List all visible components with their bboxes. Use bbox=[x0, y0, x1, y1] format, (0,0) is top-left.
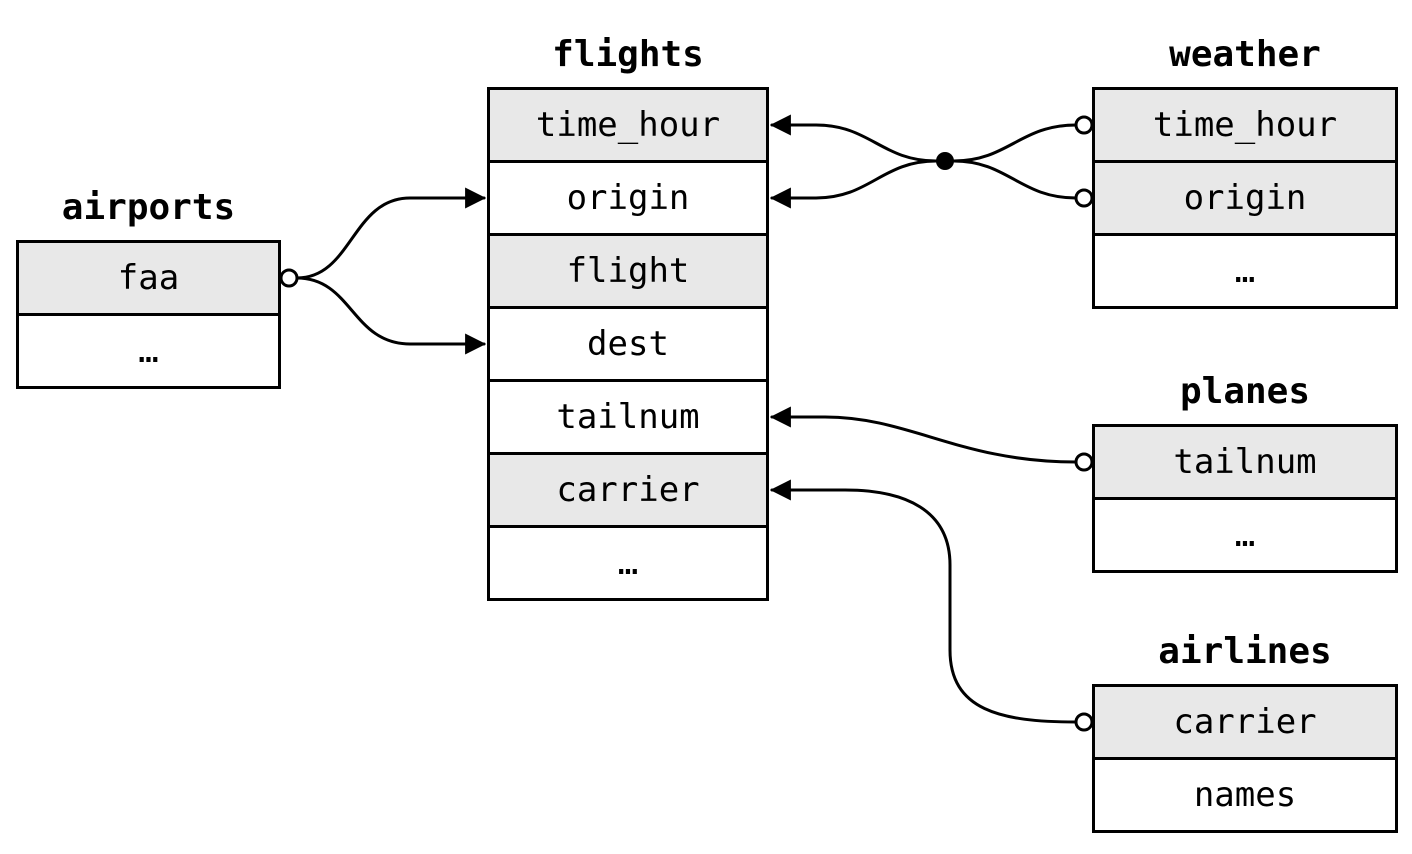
field-weather-time_hour: time_hour bbox=[1095, 90, 1395, 160]
arrow-carrier-to-flights bbox=[769, 479, 1078, 724]
table-airports-title: airports bbox=[61, 187, 236, 228]
arrow-tailnum-to-flights bbox=[769, 406, 1078, 464]
arrow-faa-to-dest bbox=[295, 276, 487, 355]
arrow-junction-to-flights-time_hour bbox=[769, 114, 938, 163]
table-weather-box: time_hour origin … bbox=[1092, 87, 1398, 309]
key-port-weather-origin bbox=[1074, 188, 1094, 208]
table-airlines-title: airlines bbox=[1158, 631, 1332, 672]
table-flights-title: flights bbox=[552, 34, 704, 75]
arrow-junction-to-flights-origin bbox=[769, 159, 938, 209]
field-airlines-carrier: carrier bbox=[1095, 687, 1395, 757]
field-airlines-names: names bbox=[1095, 757, 1395, 830]
table-weather-title: weather bbox=[1169, 34, 1321, 75]
table-weather: weather time_hour origin … bbox=[1092, 34, 1398, 309]
table-planes-title: planes bbox=[1179, 371, 1311, 412]
table-planes-box: tailnum … bbox=[1092, 424, 1398, 573]
key-port-airlines-carrier bbox=[1074, 712, 1094, 732]
table-planes: planes tailnum … bbox=[1092, 371, 1398, 573]
field-flights-dest: dest bbox=[490, 306, 766, 379]
relation-airports-to-flights bbox=[279, 187, 487, 355]
link-weather-time_hour-to-junction bbox=[952, 123, 1078, 163]
key-port-weather-time_hour bbox=[1074, 115, 1094, 135]
field-flights-ellipsis: … bbox=[490, 525, 766, 598]
junction-dot bbox=[936, 152, 954, 170]
arrow-faa-to-origin bbox=[295, 187, 487, 280]
field-weather-origin: origin bbox=[1095, 160, 1395, 233]
field-airports-faa: faa bbox=[19, 243, 278, 313]
table-airlines: airlines carrier names bbox=[1092, 631, 1398, 833]
link-weather-origin-to-junction bbox=[952, 159, 1078, 200]
field-flights-origin: origin bbox=[490, 160, 766, 233]
table-airports-box: faa … bbox=[16, 240, 281, 389]
field-flights-tailnum: tailnum bbox=[490, 379, 766, 452]
relation-airlines-to-flights bbox=[769, 479, 1094, 732]
table-airports: airports faa … bbox=[16, 187, 281, 389]
field-airports-ellipsis: … bbox=[19, 313, 278, 386]
table-flights-box: time_hour origin flight dest tailnum car… bbox=[487, 87, 769, 601]
field-planes-tailnum: tailnum bbox=[1095, 427, 1395, 497]
key-port-planes-tailnum bbox=[1074, 452, 1094, 472]
table-flights: flights time_hour origin flight dest tai… bbox=[487, 34, 769, 601]
field-planes-ellipsis: … bbox=[1095, 497, 1395, 570]
key-port-airports-faa bbox=[279, 268, 299, 288]
relation-weather-to-flights bbox=[769, 114, 1094, 209]
field-flights-carrier: carrier bbox=[490, 452, 766, 525]
field-flights-flight: flight bbox=[490, 233, 766, 306]
field-weather-ellipsis: … bbox=[1095, 233, 1395, 306]
field-flights-time_hour: time_hour bbox=[490, 90, 766, 160]
table-airlines-box: carrier names bbox=[1092, 684, 1398, 833]
relation-planes-to-flights bbox=[769, 406, 1094, 472]
